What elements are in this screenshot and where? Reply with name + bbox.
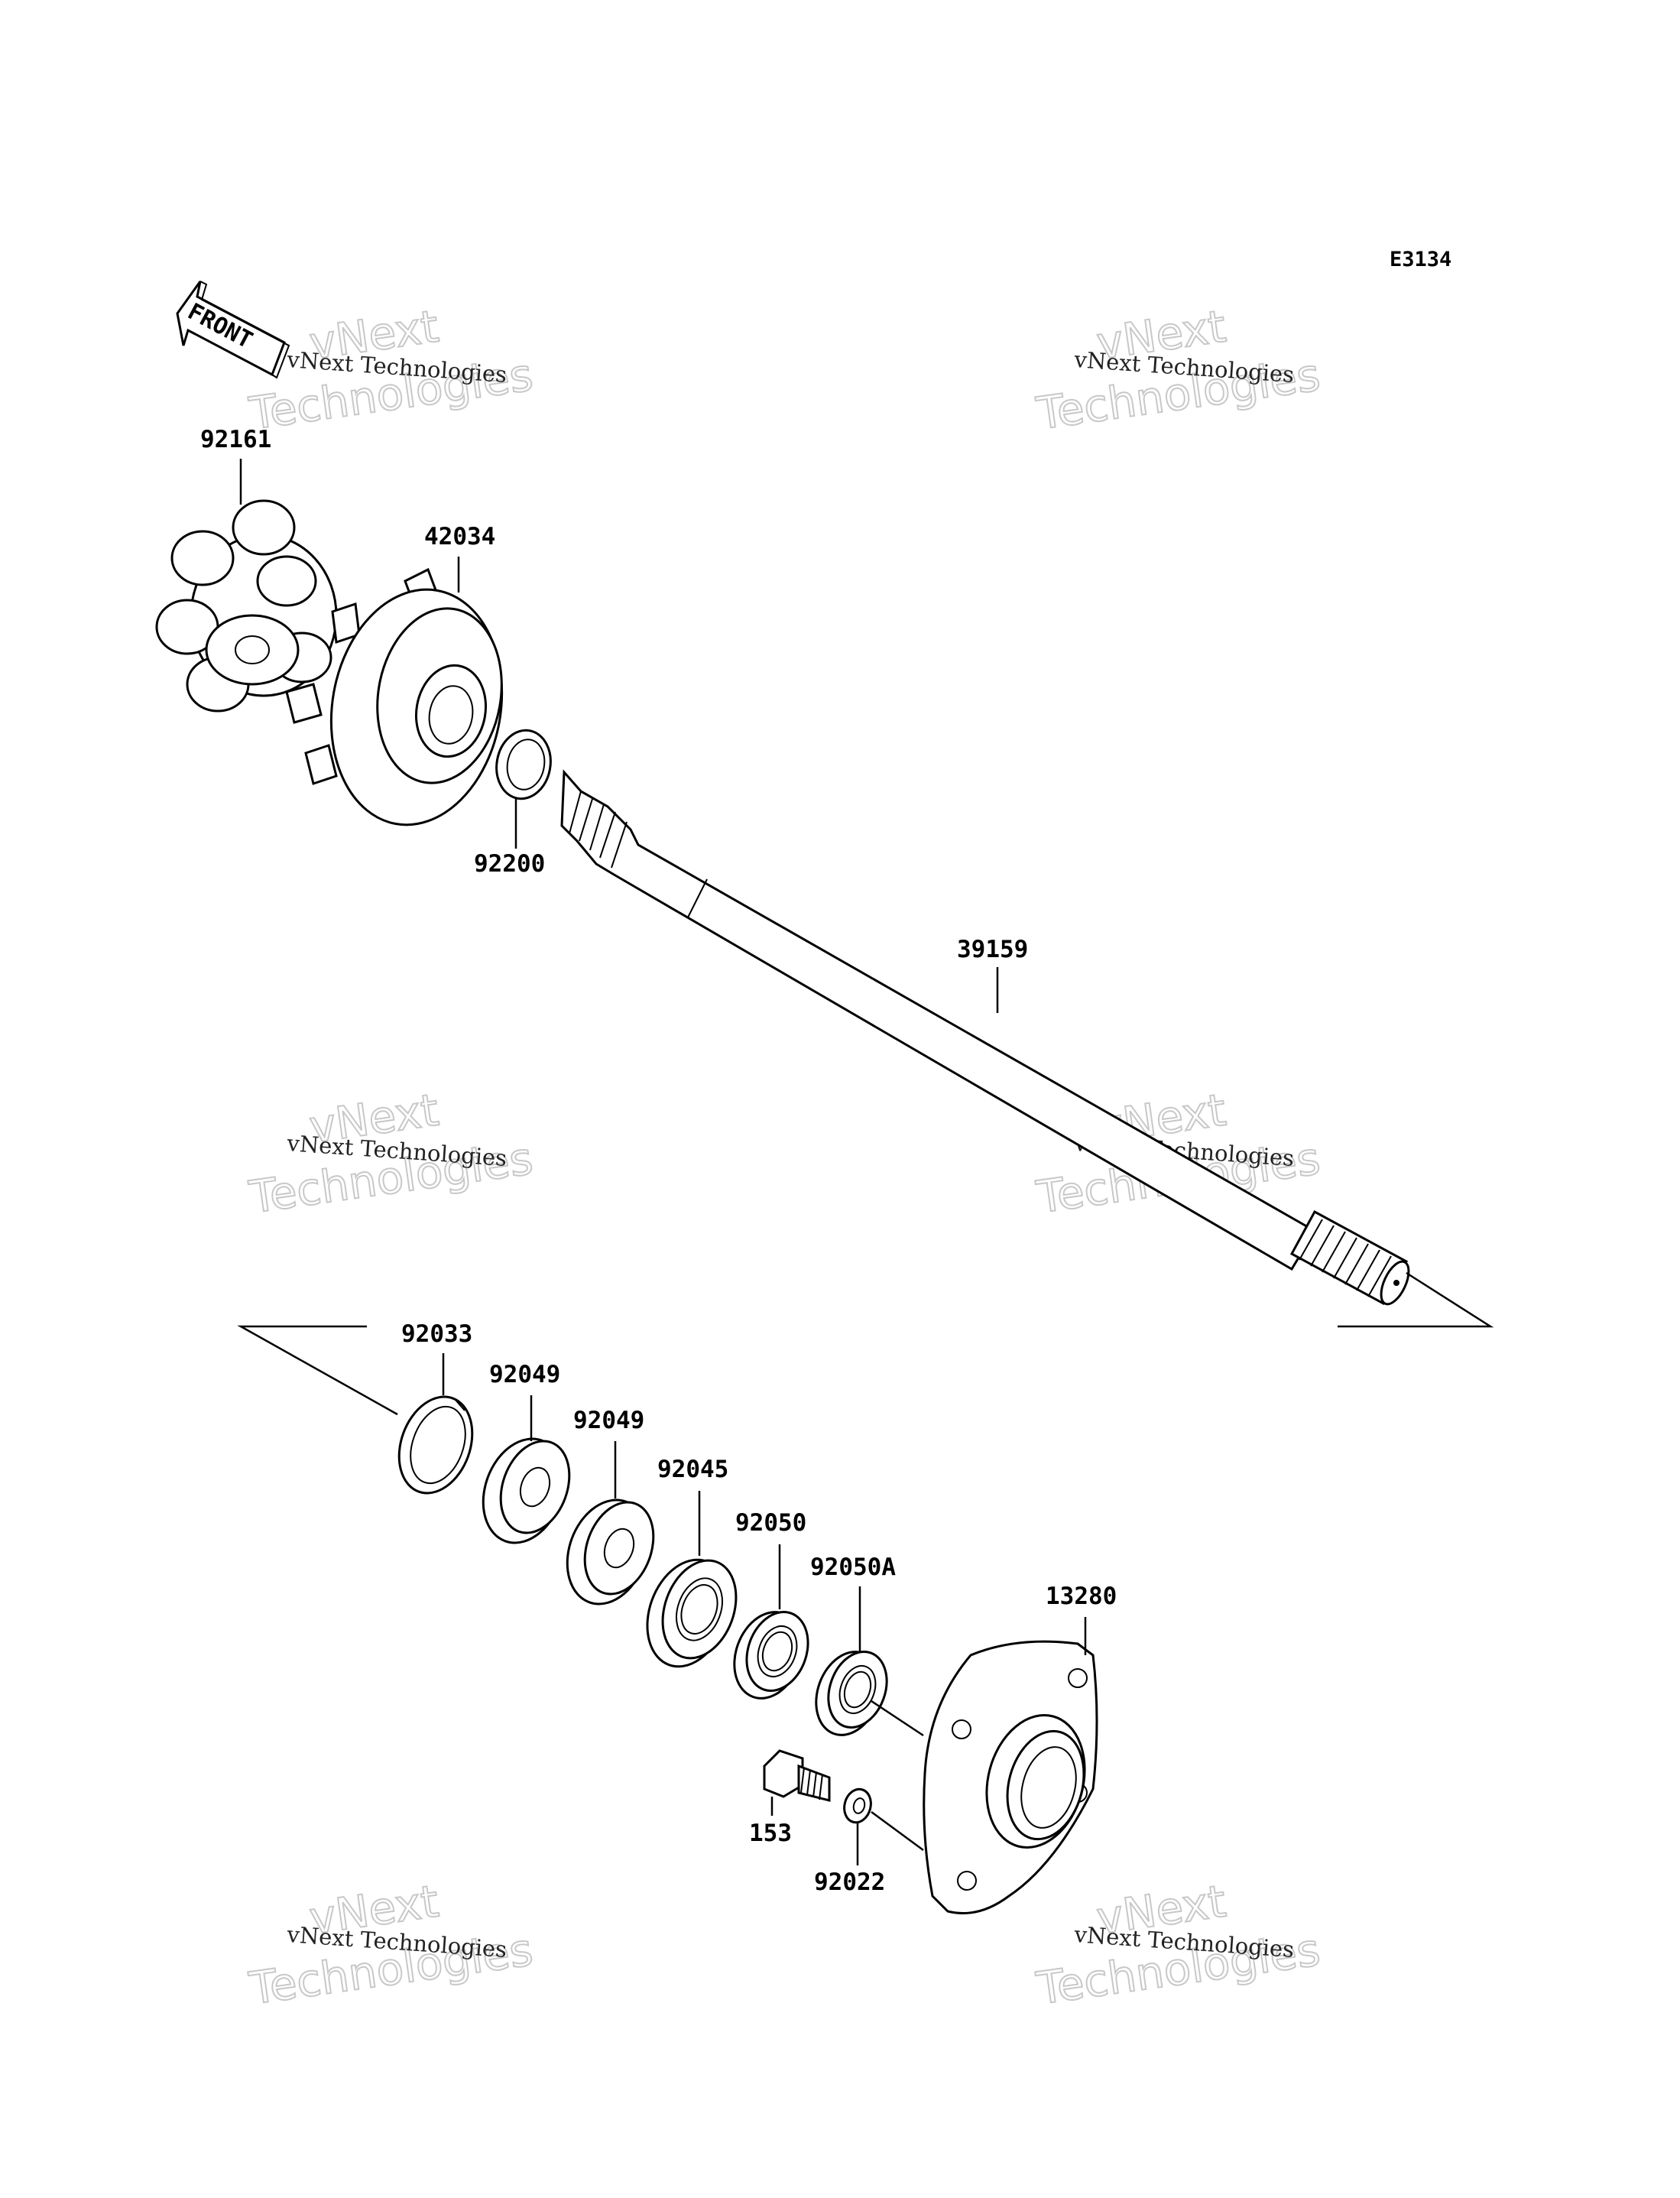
part-label-92022: 92022 (814, 1868, 885, 1896)
part-label-153: 153 (749, 1820, 792, 1847)
part-label-92200: 92200 (474, 850, 545, 878)
alignment-line-left (237, 1325, 398, 1416)
part-13280-housing (923, 1640, 1098, 1914)
part-92161-damper (155, 499, 338, 713)
part-92033-circlip (397, 1395, 474, 1495)
part-label-92161: 92161 (200, 426, 271, 453)
part-92049-seal-a (482, 1437, 571, 1544)
part-92022-washer (843, 1787, 872, 1824)
part-42034-flange (285, 567, 504, 826)
part-label-92045: 92045 (657, 1456, 728, 1483)
part-label-92050A: 92050A (810, 1554, 896, 1581)
part-92049-seal-b (566, 1498, 655, 1605)
part-label-42034: 42034 (424, 523, 495, 550)
front-arrow-icon: FRONT (176, 281, 290, 379)
part-label-92049-b: 92049 (573, 1407, 644, 1434)
part-label-92033: 92033 (401, 1320, 472, 1348)
alignment-line-bearing (871, 1700, 924, 1737)
part-label-13280: 13280 (1046, 1583, 1117, 1610)
part-label-92049-a: 92049 (489, 1361, 560, 1388)
part-label-39159: 39159 (957, 936, 1028, 963)
part-92050A-bearing (815, 1651, 888, 1736)
part-92050-bearing (733, 1611, 809, 1700)
diagram-code: E3134 (1390, 248, 1451, 271)
part-153-bolt (763, 1749, 831, 1802)
part-39159-drive-shaft (560, 769, 1410, 1306)
part-92045-bearing (646, 1558, 738, 1668)
alignment-line-right (1338, 1271, 1494, 1328)
part-label-92050: 92050 (735, 1509, 806, 1537)
alignment-line-washer (871, 1810, 924, 1852)
part-92200-washer (495, 729, 552, 800)
